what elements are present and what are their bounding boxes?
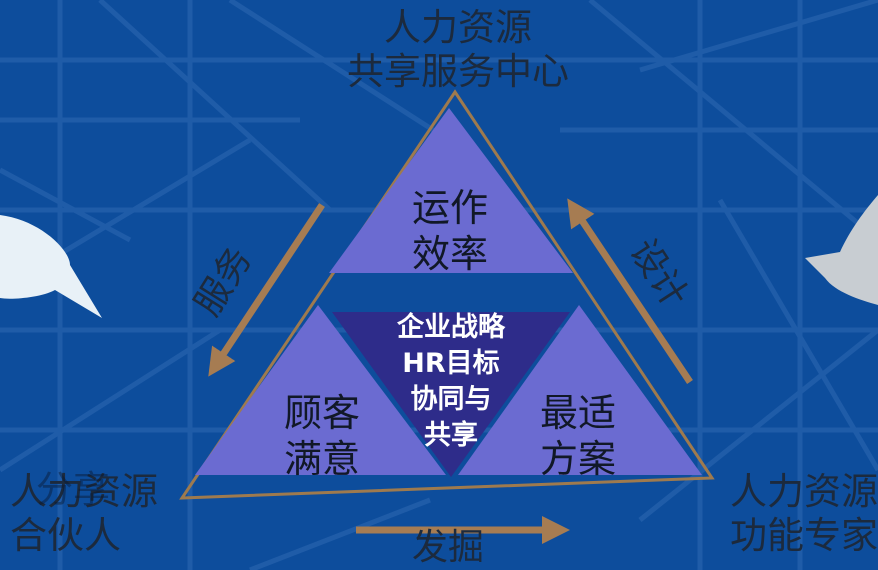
bottom-right-node-line2: 功能专家: [730, 514, 878, 557]
top-node-line2: 共享服务中心: [347, 50, 569, 93]
center-line2: HR目标: [402, 348, 500, 379]
outer-frame-triangle: [179, 89, 715, 500]
right-triangle: [458, 305, 702, 475]
right-triangle-line2: 方案: [539, 437, 616, 481]
bottom-right-node-line1: 人力资源: [730, 470, 878, 513]
top-node-label: 人力资源 共享服务中心: [300, 6, 616, 94]
bottom-left-node-line2: 合伙人: [10, 514, 121, 557]
left-bubble-shape: [0, 215, 102, 318]
bottom-right-node-label: 人力资源 功能专家: [700, 470, 878, 558]
left-arrow: [208, 203, 325, 377]
left-triangle: [195, 305, 446, 475]
top-triangle: [329, 108, 573, 273]
right-arrow: [567, 198, 693, 384]
bottom-arrow-label: 发掘: [412, 527, 485, 568]
center-line1: 企业战略: [397, 312, 505, 343]
right-triangle-line1: 最适: [539, 391, 616, 435]
center-line3: 协同与: [410, 384, 492, 415]
top-node-line1: 人力资源: [384, 6, 532, 49]
bottom-left-node-label: 人力资源 合伙人: [10, 470, 210, 558]
top-triangle-line2: 效率: [411, 232, 488, 276]
bottom-left-node-line1: 人力资源: [10, 470, 158, 513]
center-triangle: [332, 312, 570, 477]
left-triangle-line2: 满意: [283, 437, 360, 481]
top-triangle-label: 运作 效率: [380, 185, 520, 277]
right-triangle-label: 最适 方案: [508, 390, 648, 482]
left-triangle-line1: 顾客: [283, 391, 360, 435]
top-triangle-line1: 运作: [411, 186, 488, 230]
center-line4: 共享: [424, 420, 478, 451]
left-triangle-label: 顾客 满意: [252, 390, 392, 482]
bottom-left-ghost-text: 分享: [36, 468, 110, 511]
center-triangle-label: 企业战略 HR目标 协同与 共享: [371, 310, 531, 454]
right-bubble-shape: [805, 195, 878, 305]
